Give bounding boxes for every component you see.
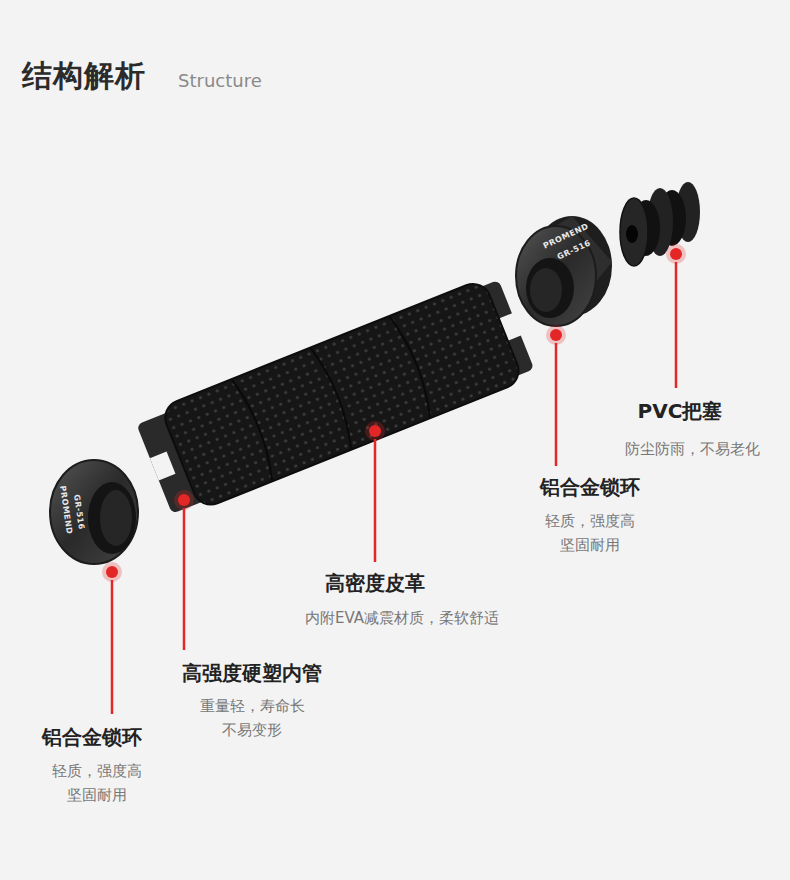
part-name: 高强度硬塑内管 bbox=[182, 660, 322, 687]
callout-dot bbox=[102, 244, 686, 582]
page-title: 结构解析 bbox=[22, 56, 146, 97]
part-note: 重量轻，寿命长 不易变形 bbox=[195, 694, 309, 742]
lock-ring bbox=[50, 460, 138, 564]
subtitle: Structure bbox=[178, 70, 262, 91]
part-note: 轻质，强度高 坚固耐用 bbox=[540, 509, 640, 557]
part-name: 铝合金锁环 bbox=[540, 474, 640, 501]
lock-ring bbox=[516, 216, 612, 326]
part-name: PVC把塞 bbox=[638, 398, 723, 425]
part-note: 防尘防雨，不易老化 bbox=[625, 437, 760, 461]
part-note: 轻质，强度高 坚固耐用 bbox=[47, 759, 147, 807]
part-name: 高密度皮革 bbox=[325, 570, 425, 597]
part-note: 内附EVA减震材质，柔软舒适 bbox=[305, 606, 499, 630]
grip-body bbox=[134, 273, 539, 521]
leader-line bbox=[112, 262, 676, 714]
part-name: 铝合金锁环 bbox=[42, 724, 142, 751]
pvc-plug bbox=[620, 182, 700, 266]
